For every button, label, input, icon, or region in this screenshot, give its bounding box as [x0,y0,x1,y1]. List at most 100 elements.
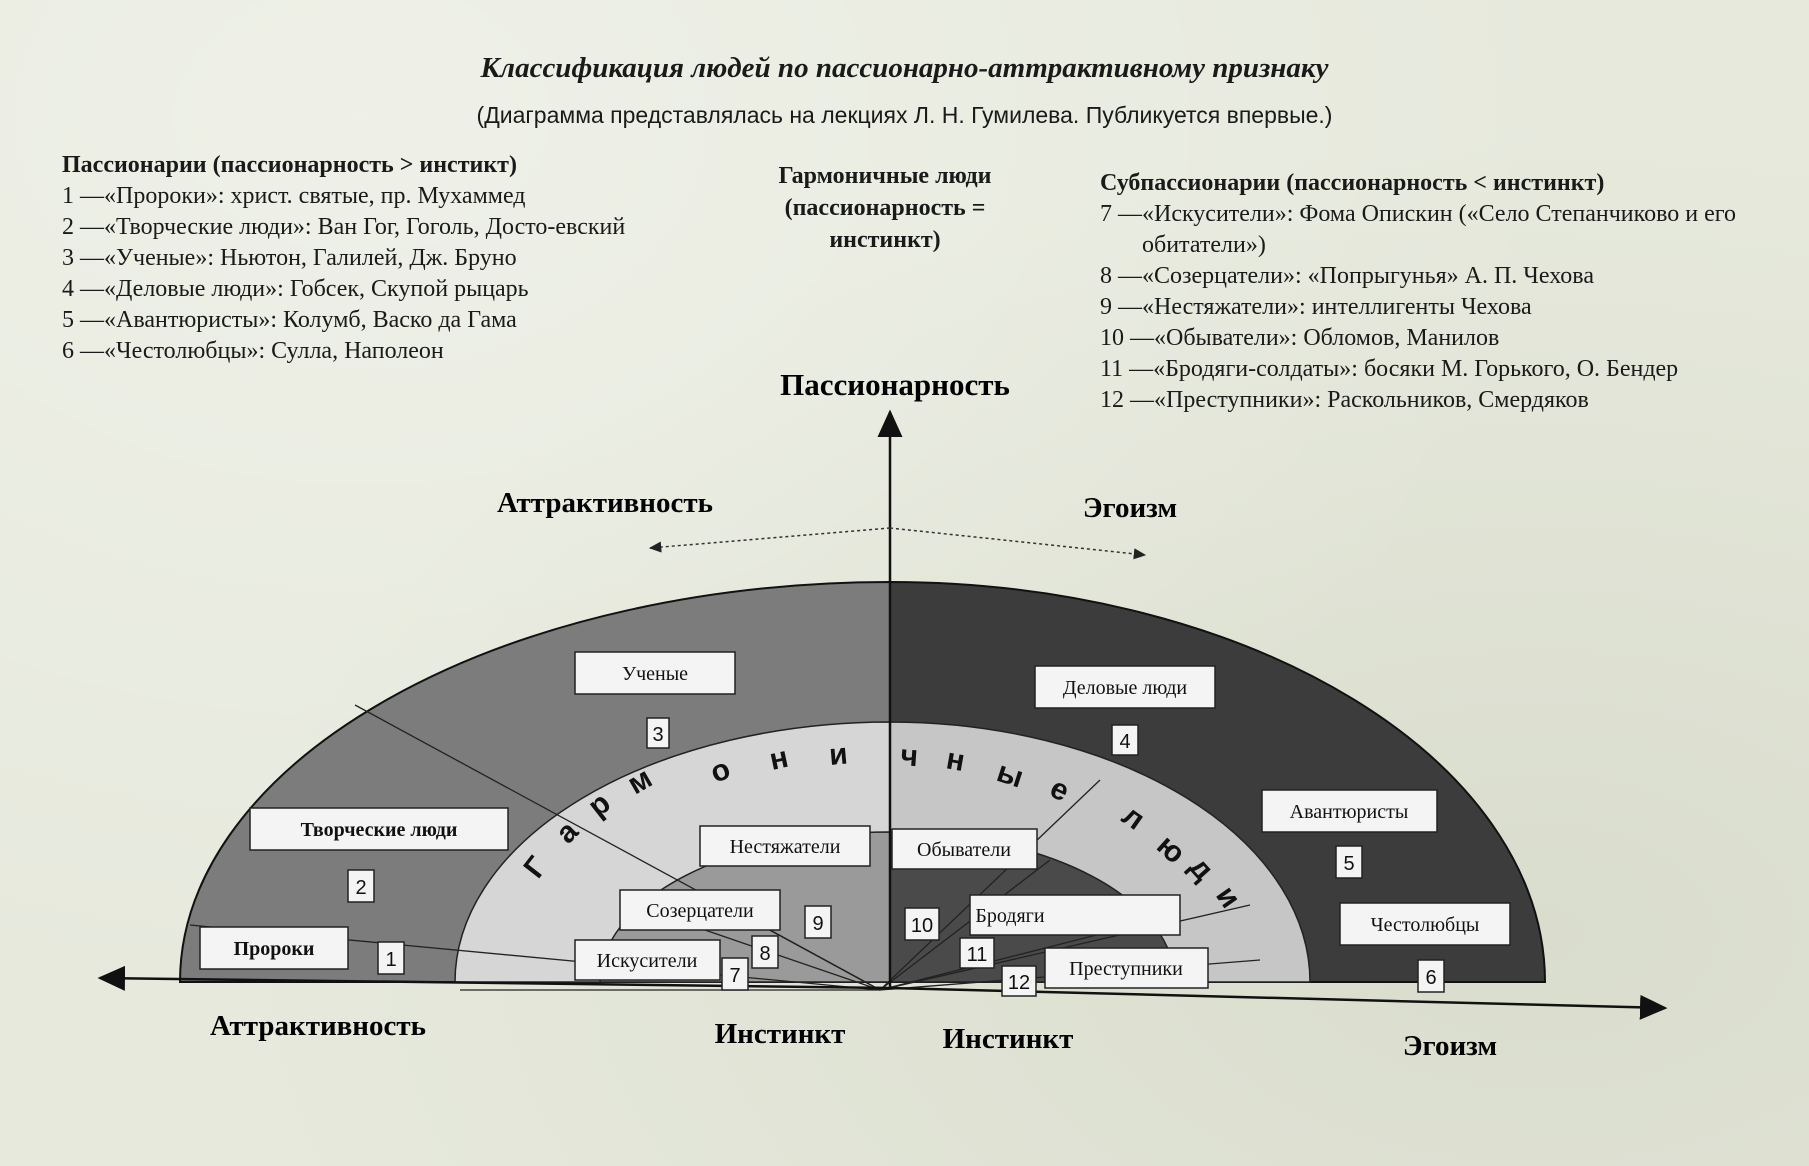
subpassionaries-list: Субпассионарии (пассионарность < инстинк… [1100,168,1780,416]
list-item: 2 — «Творческие люди»: Ван Гог, Гоголь, … [62,212,702,243]
item-number: 10 — [1100,325,1154,351]
subpassionaries-heading: Субпассионарии (пассионарность < инстинк… [1100,170,1605,196]
axis-label-instinct-right: Инстинкт [943,1023,1074,1055]
box-num-9 [804,905,832,939]
item-text: «Честолюбцы»: Сулла, Наполеон [104,338,444,364]
num-5: 5 [1343,853,1354,875]
label-scientists: Ученые [622,663,688,685]
item-number: 11 — [1100,356,1154,382]
item-number: 7 — [1100,201,1142,227]
box-tempters [574,939,721,981]
passionaries-heading: Пассионарии (пассионарность > инстикт) [62,152,517,178]
label-philistines: Обыватели [917,839,1011,861]
box-num-8 [751,935,779,969]
item-number: 4 — [62,276,104,302]
box-ambitious [1339,902,1511,946]
label-tempters: Искусители [597,950,698,972]
item-text: «Деловые люди»: Гобсек, Скупой рыцарь [104,276,529,302]
item-number: 2 — [62,214,104,240]
axis-label-egoism-bottom: Эгоизм [1403,1030,1497,1062]
arc-letter: и [828,737,849,771]
box-prophets [199,926,349,970]
label-ambitious: Честолюбцы [1371,914,1480,936]
num-12: 12 [1008,972,1030,994]
item-number: 3 — [62,245,104,271]
box-num-5 [1335,845,1363,879]
harmonic-heading: Гармоничные люди (пассионарность = инсти… [778,163,992,253]
box-non-possessors [699,825,871,867]
list-item: 9 — «Нестяжатели»: интеллигенты Чехова [1100,292,1780,323]
box-creative [249,807,509,851]
segment-boxes: Ученые 3 Деловые люди 4 Творческие люди … [199,651,1511,997]
item-text: «Нестяжатели»: интеллигенты Чехова [1142,294,1532,320]
list-item: 5 — «Авантюристы»: Колумб, Васко да Гама [62,305,702,336]
label-creative: Творческие люди [301,819,458,841]
num-6: 6 [1425,967,1436,989]
item-text: «Созерцатели»: «Попрыгунья» А. П. Чехова [1142,263,1594,289]
list-item: 8 — «Созерцатели»: «Попрыгунья» А. П. Че… [1100,261,1780,292]
item-number: 8 — [1100,263,1142,289]
axis-label-attractivity-bottom: Аттрактивность [210,1010,426,1042]
box-business [1034,665,1216,709]
box-philistines [891,828,1038,870]
num-4: 4 [1119,731,1130,753]
axis-label-passionarity: Пассионарность [780,367,1010,402]
box-num-11 [959,937,995,969]
num-7: 7 [729,965,740,987]
label-adventurers: Авантюристы [1290,801,1409,823]
list-item: 11 — «Бродяги-солдаты»: босяки М. Горько… [1100,354,1780,385]
label-prophets: Пророки [234,938,315,960]
list-item: 1 — «Пророки»: христ. святые, пр. Мухамм… [62,181,702,212]
list-item: 12 — «Преступники»: Раскольников, Смердя… [1100,385,1780,416]
item-text: «Обыватели»: Обломов, Манилов [1154,325,1500,351]
box-num-3 [646,717,670,749]
page-title: Классификация людей по пассионарно-аттра… [480,52,1329,84]
item-text: «Бродяги-солдаты»: босяки М. Горького, О… [1153,356,1679,382]
item-text: «Творческие люди»: Ван Гог, Гоголь, Дост… [104,214,626,240]
item-number: 9 — [1100,294,1142,320]
num-10: 10 [911,915,933,937]
item-number: 5 — [62,307,104,333]
item-text: «Искусители»: Фома Опискин («Село Степан… [1142,201,1736,258]
label-vagabonds: Бродяги [975,905,1044,927]
box-num-12 [1001,965,1037,997]
list-item: 4 — «Деловые люди»: Гобсек, Скупой рыцар… [62,274,702,305]
list-item: 3 — «Ученые»: Ньютон, Галилей, Дж. Бруно [62,243,702,274]
arc-letter: ч [900,739,920,773]
page-subtitle: (Диаграмма представлялась на лекциях Л. … [476,102,1333,128]
item-number: 1 — [62,183,104,209]
box-scientists [574,651,736,695]
box-contemplators [619,889,781,931]
item-text: «Авантюристы»: Колумб, Васко да Гама [104,307,517,333]
label-non-possessors: Нестяжатели [730,836,841,858]
list-item: 7 — «Искусители»: Фома Опискин («Село Ст… [1100,199,1780,261]
diagonal-axis-right [889,527,1147,560]
item-number: 6 — [62,338,104,364]
list-item: 6 — «Честолюбцы»: Сулла, Наполеон [62,336,702,367]
box-criminals [1044,947,1209,989]
num-9: 9 [812,913,823,935]
num-1: 1 [385,949,396,971]
passionaries-list: Пассионарии (пассионарность > инстикт) 1… [62,150,702,367]
box-num-2 [347,869,375,903]
box-num-1 [377,941,405,975]
box-num-6 [1417,959,1445,993]
num-2: 2 [355,877,366,899]
arc-letter: н [944,742,968,778]
box-adventurers [1261,789,1438,833]
item-text: «Пророки»: христ. святые, пр. Мухаммед [104,183,526,209]
box-vagabonds [969,894,1181,936]
diagonal-axis-left [648,527,891,553]
item-number: 12 — [1100,387,1154,413]
item-text: «Преступники»: Раскольников, Смердяков [1154,387,1589,413]
box-num-10 [904,907,940,941]
axis-label-attractivity-upper: Аттрактивность [497,487,713,519]
bottom-axis-left [97,965,891,991]
label-business: Деловые люди [1063,677,1188,699]
num-8: 8 [759,943,770,965]
box-num-7 [721,957,749,991]
num-3: 3 [652,724,663,746]
label-contemplators: Созерцатели [646,900,754,922]
axis-label-instinct-left: Инстинкт [715,1018,846,1050]
